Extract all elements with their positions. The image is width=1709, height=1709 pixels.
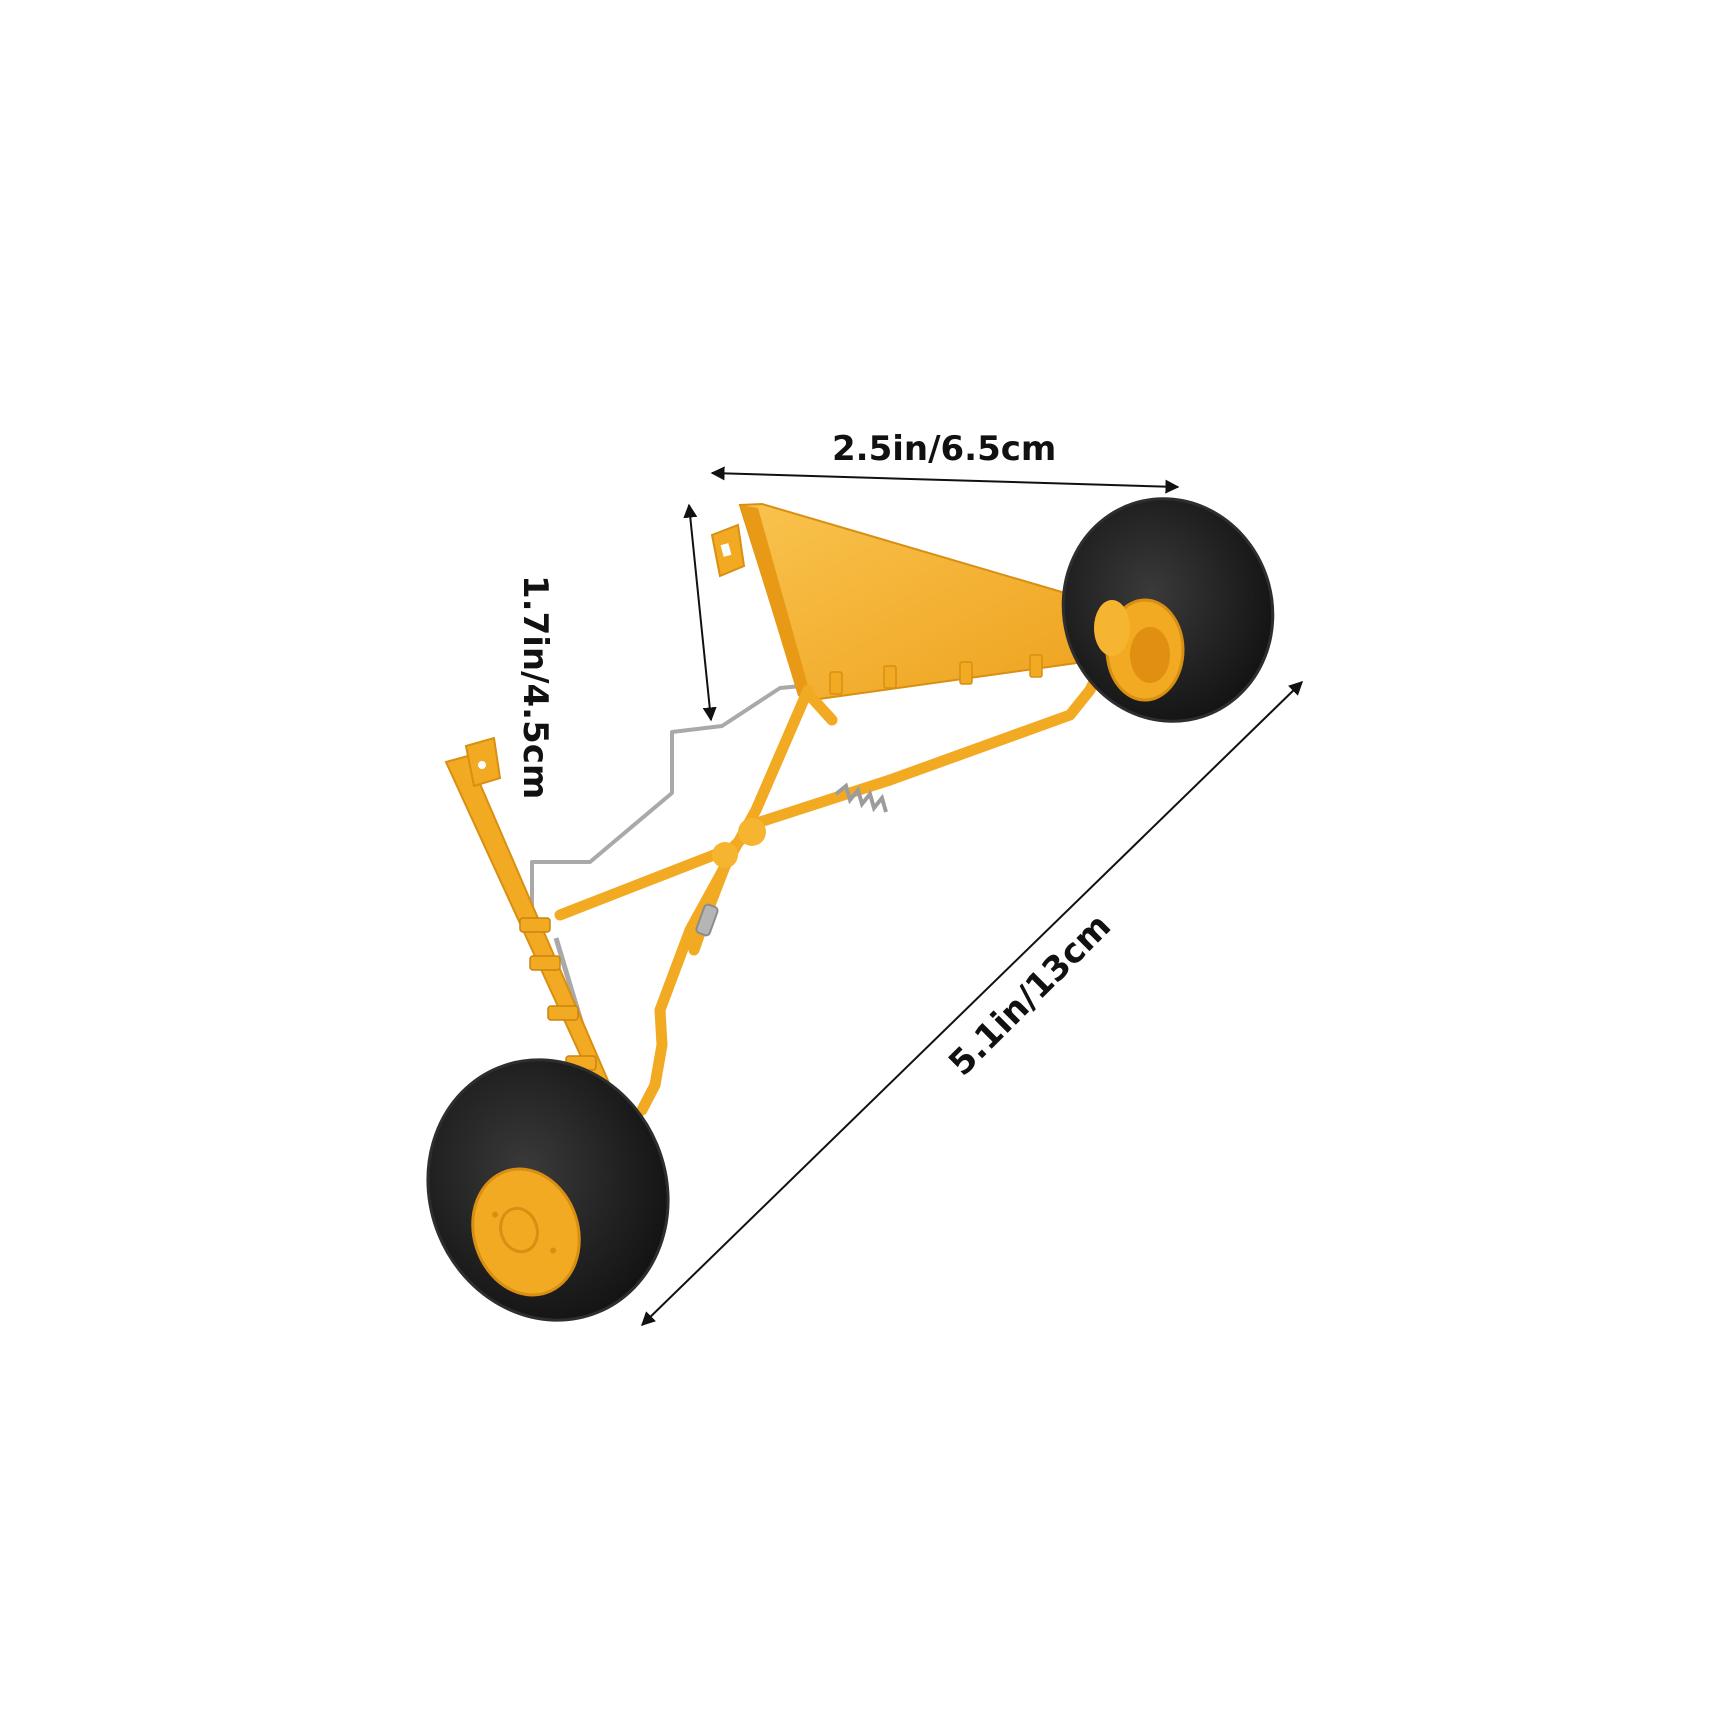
width-dimension-label: 2.5in/6.5cm [832, 429, 1057, 469]
front-struts [554, 644, 1116, 1116]
strut-joint-upper [738, 818, 766, 846]
height-dimension-line [683, 503, 717, 722]
side-mounting-plate [444, 736, 614, 1100]
spring-lower [695, 903, 719, 937]
height-dimension-label: 1.7in/4.5cm [514, 575, 555, 800]
spring-upper [834, 782, 888, 813]
width-dimension-line [710, 466, 1180, 494]
length-dimension-line [640, 681, 1304, 1326]
top-mounting-plate [710, 502, 1114, 702]
strut-joint-lower [712, 842, 738, 868]
left-wheel-hub [471, 1167, 581, 1297]
right-wheel-hub [1094, 598, 1185, 702]
